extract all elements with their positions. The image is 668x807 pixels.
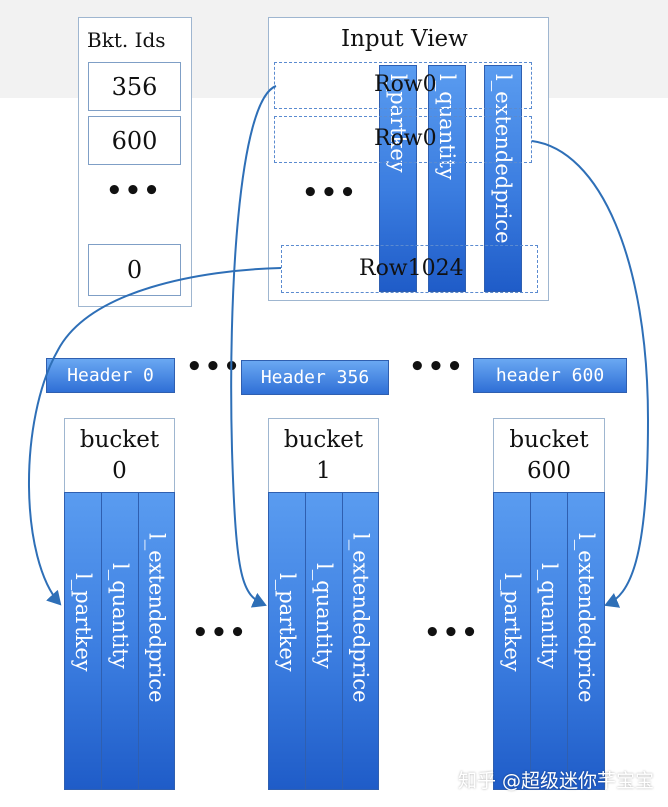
input-column-extendedprice: l_extendedprice <box>484 65 522 292</box>
bucket-column-partkey: l_partkey <box>268 492 306 790</box>
watermark: 知乎 @超级迷你芊宝宝 <box>457 770 654 792</box>
input-rows-ellipsis: ••• <box>302 178 358 208</box>
buckets-ellipsis: ••• <box>192 618 248 648</box>
buckets-ellipsis: ••• <box>424 618 480 648</box>
input-row <box>274 116 532 163</box>
bucket-column-label: l_extendedprice <box>348 533 373 703</box>
bucket-title: bucket <box>509 427 589 453</box>
bucket-number: 600 <box>527 458 571 484</box>
bucket-column-quantity: l_quantity <box>305 492 343 790</box>
bucket-column-label: l_partkey <box>275 573 299 672</box>
bucket-column-extendedprice: l_extendedprice <box>342 492 379 790</box>
bucket-header: Header 356 <box>241 360 389 395</box>
input-row-label: Row1024 <box>359 256 464 281</box>
input-row <box>274 62 532 109</box>
bucket-id-cell: 600 <box>88 116 181 165</box>
input-row-label: Row0 <box>374 72 437 97</box>
bucket-column-label: l_quantity <box>108 563 132 669</box>
bucket-header: header 600 <box>473 358 627 393</box>
bucket-column-label: l_partkey <box>500 573 524 672</box>
bucket-number: 0 <box>112 458 127 484</box>
arrow-row1024-to-bucket0 <box>28 267 282 606</box>
input-view-title: Input View <box>341 26 468 52</box>
bucket-ids-ellipsis: ••• <box>106 176 162 206</box>
bucket-title: bucket <box>79 427 160 453</box>
bucket-column-extendedprice: l_extendedprice <box>138 492 175 790</box>
input-row-label: Row0 <box>374 126 437 151</box>
bucket-column-partkey: l_partkey <box>64 492 102 790</box>
input-column-partkey: l_partkey <box>379 65 417 292</box>
input-column-label: l_partkey <box>386 74 410 173</box>
arrow-row0b-to-bucket600 <box>531 140 650 608</box>
bucket-ids-title: Bkt. Ids <box>87 28 166 52</box>
bucket-column-label: l_quantity <box>537 563 561 669</box>
bucket-column-label: l_quantity <box>312 563 336 669</box>
bucket-column-label: l_extendedprice <box>574 533 598 703</box>
bucket-id-cell: 0 <box>88 244 181 296</box>
arrow-row0-to-bucket1 <box>230 85 277 608</box>
input-row <box>281 245 538 293</box>
bucket-column-label: l_partkey <box>71 573 95 672</box>
bucket-column-partkey: l_partkey <box>493 492 531 790</box>
bucket-column-quantity: l_quantity <box>530 492 568 790</box>
bucket-column-extendedprice: l_extendedprice <box>567 492 605 790</box>
bucket-number: 1 <box>316 458 331 484</box>
headers-ellipsis: ••• <box>409 352 465 382</box>
bucket-title: bucket <box>283 427 364 453</box>
bucket-id-cell: 356 <box>88 62 181 111</box>
input-column-label: l_extendedprice <box>491 74 515 244</box>
bucket-column-label: l_extendedprice <box>144 533 169 703</box>
